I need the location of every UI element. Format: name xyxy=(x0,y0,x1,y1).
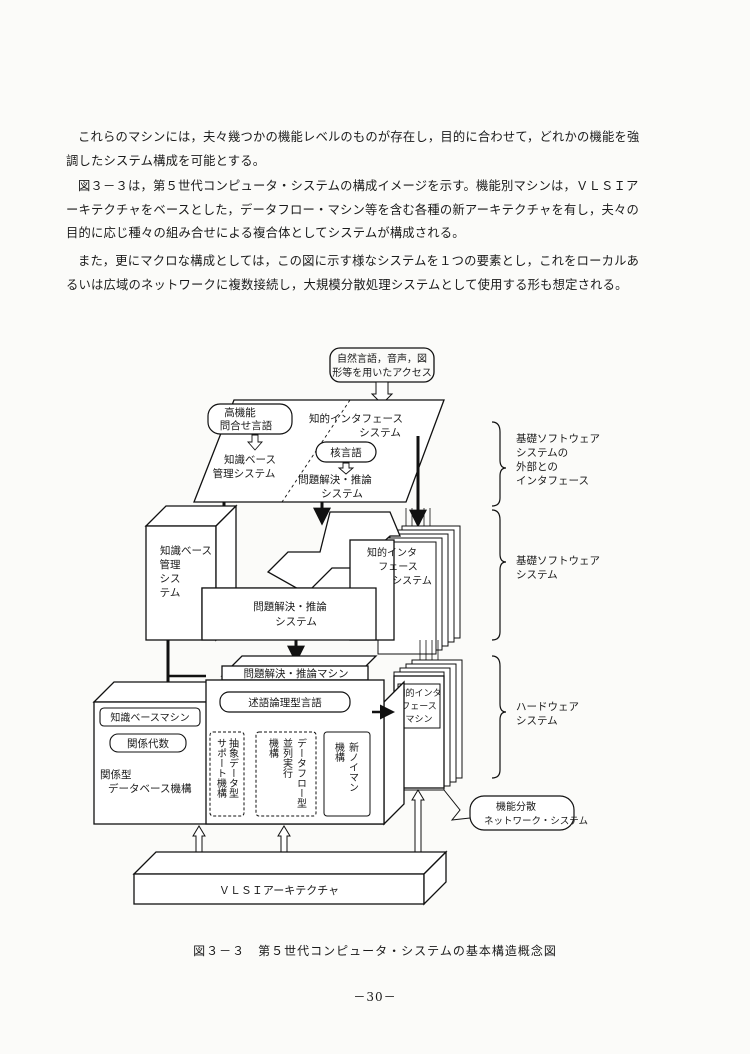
side2-line1: 基礎ソフトウェア xyxy=(516,554,600,567)
rel-db-line2: データベース機構 xyxy=(108,782,192,795)
dataflow-line2: 並列実行 xyxy=(281,737,293,779)
dataflow-box xyxy=(255,731,317,817)
ii-mid-line2: フェース xyxy=(378,562,418,573)
side3-line1: ハードウェア xyxy=(516,701,579,713)
side3-line2: システム xyxy=(516,715,558,727)
ps-top-line1: 問題解決・推論 xyxy=(298,473,372,486)
abstract-data-box xyxy=(209,731,245,817)
abstract-data-line1: 抽象データ型 xyxy=(227,737,239,798)
page-number: －30－ xyxy=(353,990,397,1004)
paragraph-2: 図３－３は，第５世代コンピュータ・システムの構成イメージを示す。機能別マシンは，… xyxy=(66,179,640,240)
query-arrow xyxy=(247,434,263,451)
ps-machine-label: 問題解決・推論マシン xyxy=(244,667,349,680)
kernel-language-box xyxy=(315,441,377,463)
query-language-box xyxy=(207,403,293,435)
hardware-top xyxy=(92,681,211,703)
brace-2 xyxy=(491,509,507,641)
neumann-box xyxy=(323,731,371,817)
natural-input-line1: 自然言語，音声，図 xyxy=(337,352,427,365)
ii-machine-line1: 知的インタ xyxy=(396,687,441,699)
kb-sys-line3: シス xyxy=(160,573,181,585)
ps-mid-line2: システム xyxy=(275,616,317,628)
side1-line2: システムの xyxy=(516,447,568,459)
dataflow-line1: データフロー型 xyxy=(295,737,307,808)
rel-db-line1: 関係型 xyxy=(100,768,132,781)
dataflow-line3: 機構 xyxy=(267,737,279,758)
ii-mid-line3: システム xyxy=(392,575,432,587)
kernel-arrow xyxy=(337,462,355,475)
distributed-line1: 機能分散 xyxy=(496,800,536,813)
ps-top-line2: システム xyxy=(321,488,363,500)
ii-machine-line3: マシン xyxy=(405,715,432,725)
side2-line2: システム xyxy=(516,569,558,581)
side1-line4: インタフェース xyxy=(516,475,589,487)
ii-machine-line2: フェース xyxy=(401,702,437,712)
ii-top-line1: 知的インタフェース xyxy=(309,412,403,425)
input-arrow xyxy=(370,381,394,405)
side1-line3: 外部との xyxy=(516,460,558,473)
kernel-language: 核言語 xyxy=(330,446,362,459)
kb-sys-line2: 管理 xyxy=(160,558,181,571)
paragraph-3: また，更にマクロな構成としては，この図に示す様なシステムを１つの要素とし，これを… xyxy=(66,254,640,292)
neumann-line2: 機構 xyxy=(333,741,345,762)
pred-lang-label: 述語論理型言語 xyxy=(248,696,322,709)
rel-alg-box xyxy=(109,733,187,753)
hardware-side xyxy=(383,680,405,826)
kb-machine-box xyxy=(99,707,201,727)
neumann-line1: 新ノイマン xyxy=(347,741,359,792)
paragraph-1: これらのマシンには，夫々幾つかの機能レベルのものが存在し，目的に合わせて，どれか… xyxy=(66,130,640,168)
system-structure-figure: 自然言語，音声，図 形等を用いたアクセス 高機能 問合せ言語 知的インタフェース… xyxy=(92,347,600,906)
vlsi-label: ＶＬＳＩアーキテクチャ xyxy=(219,884,339,897)
distributed-box xyxy=(469,795,575,831)
kb-sys-line1: 知識ベース xyxy=(160,544,212,557)
kb-mgmt-line1: 知識ベース xyxy=(224,453,276,466)
ii-machine-inner xyxy=(397,683,441,729)
vlsi-arrow-3 xyxy=(411,789,425,853)
query-language-line2: 問合せ言語 xyxy=(220,419,273,432)
ii-system-stack xyxy=(377,508,461,655)
ps-system-front xyxy=(201,587,377,641)
abstract-data-line2: サポート機構 xyxy=(215,738,227,798)
brace-1 xyxy=(491,421,507,507)
vlsi-arrow-2 xyxy=(277,825,291,853)
side1-line1: 基礎ソフトウェア xyxy=(516,432,600,445)
ii-mid-line1: 知的インタ xyxy=(367,546,417,559)
network-line xyxy=(443,789,471,821)
query-language-line1: 高機能 xyxy=(224,406,256,419)
natural-input-line2: 形等を用いたアクセス xyxy=(332,366,432,379)
ps-mid-line1: 問題解決・推論 xyxy=(253,600,327,613)
rel-alg-label: 関係代数 xyxy=(127,737,169,750)
ii-top-line2: システム xyxy=(359,427,401,439)
vlsi-arrow-1 xyxy=(192,825,206,853)
pred-lang-box xyxy=(219,691,351,713)
figure-caption: 図３－３ 第５世代コンピュータ・システムの基本構造概念図 xyxy=(193,944,557,958)
vlsi-slab-side xyxy=(423,850,447,906)
kb-machine-label: 知識ベースマシン xyxy=(110,711,189,724)
brace-3 xyxy=(491,655,507,779)
kb-mgmt-line2: 管理システム xyxy=(213,467,276,480)
vlsi-slab-top xyxy=(132,851,448,875)
kb-sys-line4: テム xyxy=(160,587,181,599)
distributed-line2: ネットワーク・システム xyxy=(484,816,588,827)
